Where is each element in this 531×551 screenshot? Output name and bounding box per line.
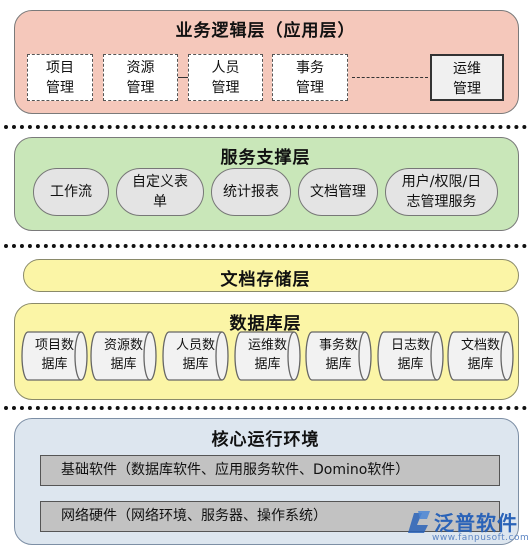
- database-label: 日志数 据库: [390, 338, 430, 372]
- database-label: 运维数 据库: [247, 338, 287, 372]
- fanpu-logo-icon: [408, 511, 430, 533]
- database-project: 项目数 据库: [21, 331, 88, 381]
- layer-divider: [4, 244, 527, 248]
- database-log: 日志数 据库: [377, 331, 444, 381]
- database-label: 资源数 据库: [103, 338, 143, 372]
- cylinder-icon: [447, 331, 514, 381]
- cylinder-icon: [234, 331, 301, 381]
- database-document: 文档数 据库: [447, 331, 514, 381]
- database-label: 项目数 据库: [34, 338, 74, 372]
- module-connector: [178, 77, 188, 78]
- database-label: 事务数 据库: [318, 338, 358, 372]
- module-project-management: 项目 管理: [27, 54, 93, 101]
- database-affairs: 事务数 据库: [305, 331, 372, 381]
- cylinder-icon: [90, 331, 157, 381]
- service-statistics-report: 统计报表: [211, 168, 291, 216]
- business-logic-layer-title: 业务逻辑层（应用层）: [175, 21, 356, 41]
- document-storage-layer: [23, 259, 519, 292]
- cylinder-icon: [305, 331, 372, 381]
- layer-divider: [4, 125, 527, 129]
- service-document-management: 文档管理: [298, 168, 378, 216]
- database-label: 人员数 据库: [175, 338, 215, 372]
- document-storage-layer-title: 文档存储层: [220, 270, 311, 290]
- module-ellipsis-connector: [352, 77, 428, 78]
- database-label: 文档数 据库: [460, 338, 500, 372]
- module-ops-management: 运维 管理: [430, 54, 504, 101]
- base-software-bar: 基础软件（数据库软件、应用服务软件、Domino软件）: [40, 455, 500, 486]
- module-resource-management: 资源 管理: [103, 54, 178, 101]
- service-support-layer-title: 服务支撑层: [220, 148, 311, 168]
- service-user-permission-log: 用户/权限/日 志管理服务: [385, 168, 498, 216]
- cylinder-icon: [162, 331, 229, 381]
- layer-divider: [4, 406, 527, 410]
- watermark-url: www.fanpusoft.com: [432, 533, 530, 543]
- database-ops: 运维数 据库: [234, 331, 301, 381]
- database-staff: 人员数 据库: [162, 331, 229, 381]
- service-workflow: 工作流: [33, 168, 109, 216]
- cylinder-icon: [377, 331, 444, 381]
- watermark: 泛普软件 www.fanpusoft.com: [404, 505, 530, 547]
- core-runtime-layer-title: 核心运行环境: [211, 430, 320, 450]
- database-resource: 资源数 据库: [90, 331, 157, 381]
- watermark-text: 泛普软件: [434, 511, 518, 535]
- module-affairs-management: 事务 管理: [272, 54, 348, 101]
- database-layer-title: 数据库层: [229, 314, 302, 334]
- module-staff-management: 人员 管理: [188, 54, 263, 101]
- service-custom-form: 自定义表 单: [116, 168, 204, 216]
- cylinder-icon: [21, 331, 88, 381]
